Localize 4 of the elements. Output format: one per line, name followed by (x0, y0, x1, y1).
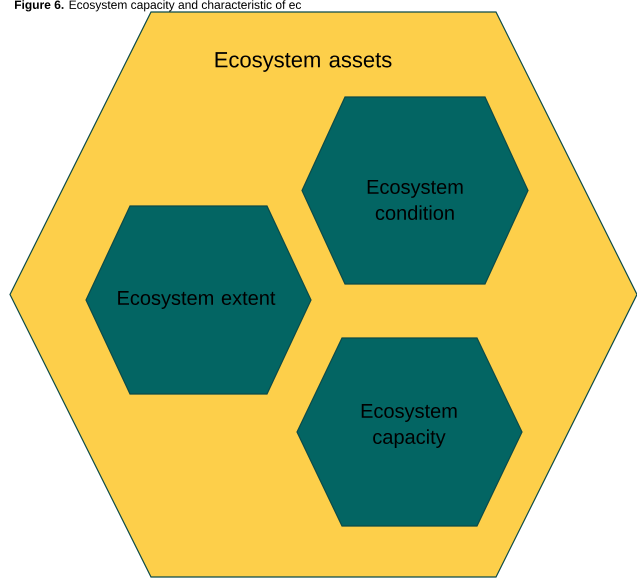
inner-hexagon: Ecosystem capacity (296, 337, 523, 527)
inner-hexagon: Ecosystem condition (301, 96, 529, 285)
inner-hexagon: Ecosystem extent (85, 205, 312, 395)
figure-caption: Figure 6. Ecosystem capacity and characteristic of ec (15, 0, 302, 12)
